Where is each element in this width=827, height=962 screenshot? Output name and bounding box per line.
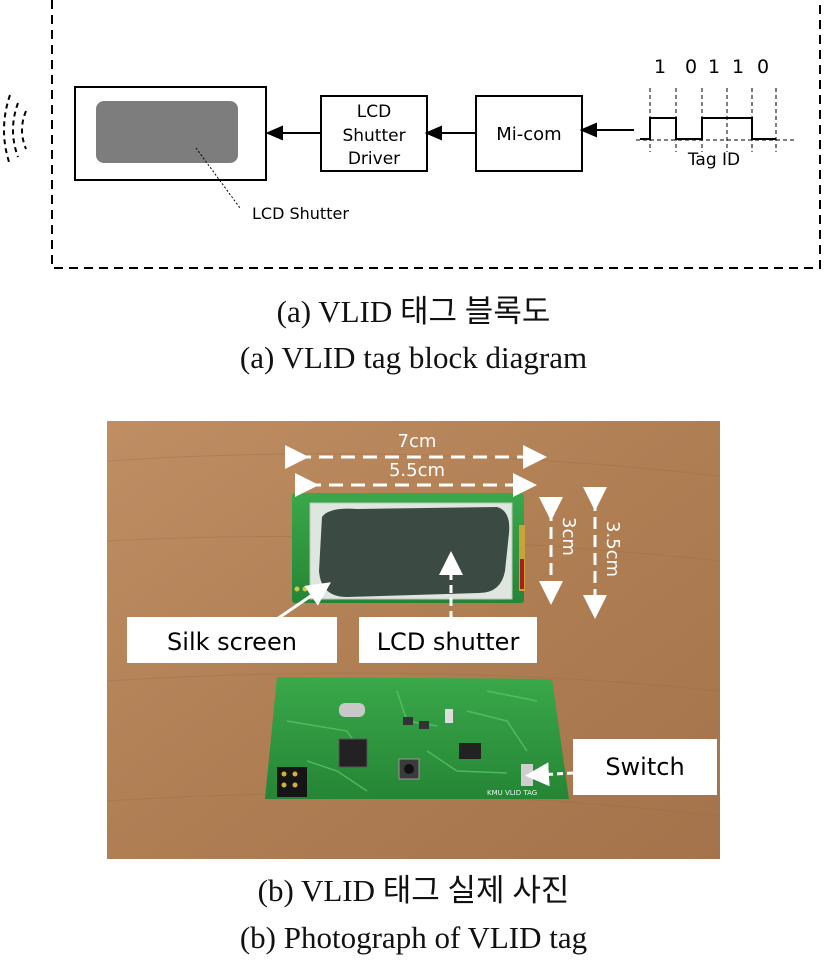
light-wave-icon <box>3 94 27 166</box>
micom-label: Mi-com <box>496 124 561 145</box>
shutter-driver-label-line1: LCD <box>357 102 391 122</box>
caption-b-korean: (b) VLID 태그 실제 사진 <box>257 873 570 908</box>
caption-a-korean: (a) VLID 태그 블록도 <box>276 294 551 329</box>
slide-switch <box>521 764 533 786</box>
red-wire <box>520 559 524 589</box>
crystal <box>339 703 365 717</box>
dim-label-3cm: 3cm <box>558 517 579 556</box>
silk-screen-label: Silk screen <box>167 628 297 656</box>
lcd-shutter-photo-label: LCD shutter <box>377 628 520 656</box>
dim-label-7cm: 7cm <box>398 431 437 452</box>
dim-label-5-5cm: 5.5cm <box>389 460 445 481</box>
regulator-chip <box>459 743 481 759</box>
shutter-driver-label-line2: Shutter <box>342 126 405 146</box>
microcontroller-chip <box>338 738 368 768</box>
dim-label-3-5cm: 3.5cm <box>602 521 623 577</box>
lcd-shutter-leader <box>195 147 241 209</box>
bit-1: 1 <box>654 56 666 78</box>
pin-header <box>277 767 307 797</box>
tag-id-waveform: 1 0 1 1 0 Tag ID <box>636 56 796 170</box>
caption-a-english: (a) VLID tag block diagram <box>239 340 588 375</box>
tag-id-label: Tag ID <box>687 150 740 170</box>
connector-strip <box>519 525 525 591</box>
bit-2: 0 <box>685 56 697 78</box>
lcd-shutter-label: LCD Shutter <box>252 204 349 223</box>
vlid-tag-photo: 7cm 5.5cm 3cm 3.5cm Silk screen LCD shut… <box>107 421 720 859</box>
shutter-driver-label-line3: Driver <box>348 149 400 169</box>
pcb-marking: KMU VLID TAG <box>487 789 537 797</box>
switch-label: Switch <box>605 753 684 781</box>
switch-label-box <box>573 739 717 795</box>
dashed-enclosure <box>51 0 821 269</box>
shutter-driver-box <box>320 95 428 172</box>
signal-arrows <box>265 122 634 141</box>
lcd-shutter-glass <box>319 507 510 597</box>
bit-5: 0 <box>757 56 769 78</box>
lcd-shutter-label-box <box>359 617 537 663</box>
silk-screen-label-box <box>127 617 337 663</box>
caption-b-english: (b) Photograph of VLID tag <box>239 920 588 955</box>
lcd-shutter-panel <box>96 101 238 163</box>
bit-4: 1 <box>732 56 744 78</box>
micom-box <box>475 95 583 172</box>
bit-3: 1 <box>708 56 720 78</box>
block-diagram: LCD Shutter LCD Shutter Driver Mi-com 1 … <box>3 0 821 269</box>
